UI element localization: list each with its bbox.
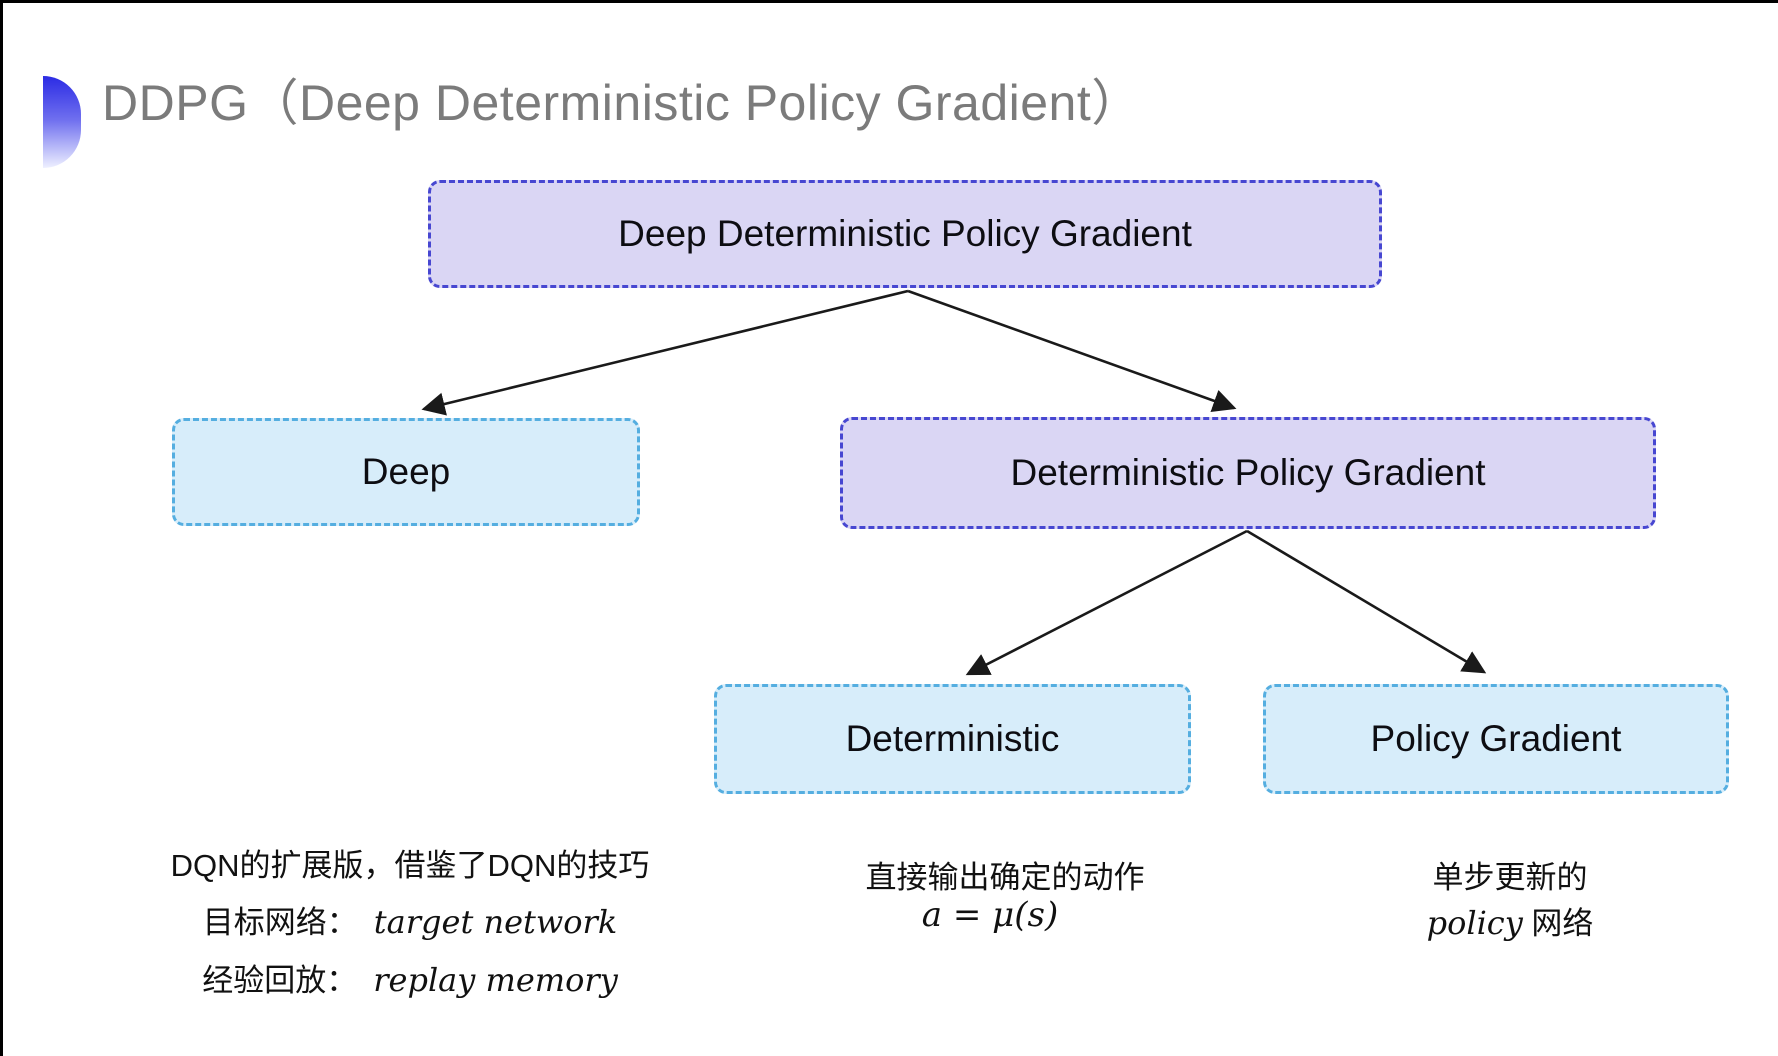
- node-deep-deterministic-policy-gradient: Deep Deterministic Policy Gradient: [428, 180, 1382, 288]
- frame-left-edge: [0, 0, 3, 1056]
- annotation-deterministic-line1: 直接输出确定的动作: [865, 860, 1145, 895]
- slide-title: DDPG（Deep Deterministic Policy Gradient）: [102, 75, 1142, 131]
- annotation-en-italic: replay memory: [373, 961, 618, 999]
- node-label: Deep Deterministic Policy Gradient: [618, 213, 1192, 254]
- node-deterministic: Deterministic: [714, 684, 1191, 794]
- annotation-zh: 目标网络：: [202, 905, 358, 940]
- frame-top-edge: [0, 0, 1778, 3]
- annotation-zh: 网络: [1522, 906, 1594, 941]
- annotation-en-italic: policy: [1426, 904, 1523, 942]
- node-label: Deterministic Policy Gradient: [1010, 452, 1486, 493]
- annotation-deep-line3: 经验回放： replay memory: [140, 955, 680, 1000]
- node-policy-gradient: Policy Gradient: [1263, 684, 1729, 794]
- annotation-deep-line1: DQN的扩展版，借鉴了DQN的技巧: [170, 848, 650, 883]
- node-deep: Deep: [172, 418, 640, 526]
- annotation-policy-gradient-line2: policy 网络: [1320, 898, 1700, 943]
- node-deterministic-policy-gradient: Deterministic Policy Gradient: [840, 417, 1656, 529]
- node-label: Deterministic: [845, 718, 1060, 759]
- node-label: Policy Gradient: [1370, 718, 1622, 759]
- annotation-deep-line2: 目标网络： target network: [140, 897, 680, 942]
- annotation-zh: 经验回放：: [202, 963, 358, 998]
- annotation-en-italic: target network: [373, 903, 618, 941]
- node-label: Deep: [361, 451, 451, 492]
- annotation-policy-gradient-line1: 单步更新的: [1432, 860, 1588, 895]
- annotation-deterministic-formula: a = μ(s): [921, 895, 1059, 935]
- title-accent-semicircle-icon: [43, 76, 81, 168]
